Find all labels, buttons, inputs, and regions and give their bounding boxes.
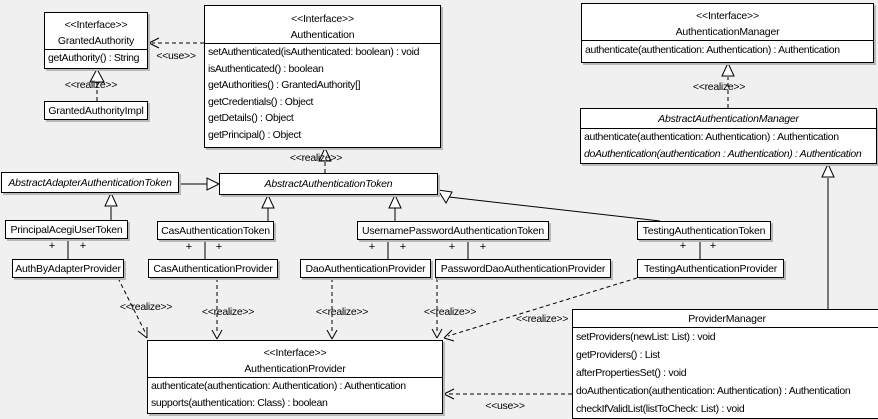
method: isAuthenticated() : boolean — [208, 62, 324, 75]
association-end-label: + — [79, 240, 87, 252]
method: getDetails() : Object — [208, 112, 294, 124]
class-abstract-adapter-authentication-token[interactable]: AbstractAdapterAuthenticationToken — [1, 172, 179, 193]
class-name: DaoAuthenticationProvider — [305, 262, 426, 275]
method: setAuthenticated(isAuthenticated: boolea… — [208, 46, 420, 58]
generalization-arrow — [104, 191, 118, 220]
class-name: AbstractAuthenticationToken — [264, 178, 393, 190]
method: doAuthentication(authentication: Authent… — [576, 385, 851, 397]
association-end-label: + — [215, 241, 223, 253]
stereotype-label: <<Interface>> — [64, 19, 128, 31]
class-granted-authority-impl[interactable]: GrantedAuthorityImpl — [44, 101, 148, 120]
realization-dependency-arrow — [117, 277, 148, 339]
method: supports(authentication: Class) : boolea… — [151, 397, 328, 409]
class-granted-authority[interactable]: <<Interface>> GrantedAuthority getAuthor… — [44, 12, 148, 69]
method: getCredentials() : Object — [208, 95, 314, 108]
class-cas-authentication-token[interactable]: CasAuthenticationToken — [157, 221, 274, 240]
association-end-label: + — [48, 240, 56, 252]
class-name: AuthenticationProvider — [244, 363, 346, 375]
method: authenticate(authentication: Authenticat… — [585, 44, 840, 56]
class-testing-authentication-token[interactable]: TestingAuthenticationToken — [637, 221, 771, 240]
class-name: CasAuthenticationProvider — [153, 262, 273, 275]
method: setProviders(newList: List) : void — [576, 331, 716, 343]
realization-arrow — [721, 61, 735, 108]
class-name: GrantedAuthorityImpl — [48, 104, 144, 117]
association-end-label: + — [679, 240, 687, 252]
realization-dependency-arrow — [211, 278, 223, 340]
class-name: CasAuthenticationToken — [161, 224, 270, 237]
realize-label: <<realize>> — [289, 152, 343, 164]
association-line — [67, 239, 701, 259]
realize-label: <<realize>> — [692, 81, 746, 93]
class-auth-by-adapter-provider[interactable]: AuthByAdapterProvider — [12, 259, 124, 278]
use-dependency-arrow — [443, 388, 572, 400]
realization-arrow — [318, 146, 332, 173]
class-provider-manager[interactable]: ProviderManager setProviders(newList: Li… — [572, 309, 878, 419]
class-name: TestingAuthenticationToken — [642, 224, 766, 237]
method: authenticate(authentication: Authenticat… — [584, 131, 839, 143]
stereotype-label: <<Interface>> — [696, 10, 759, 22]
realize-label: <<realize>> — [119, 301, 173, 313]
realize-label: <<realize>> — [515, 313, 569, 325]
realize-label: <<realize>> — [201, 306, 255, 318]
class-cas-authentication-provider[interactable]: CasAuthenticationProvider — [148, 259, 278, 278]
method: getPrincipal() : Object — [208, 128, 301, 141]
realize-label: <<realize>> — [423, 306, 477, 318]
class-name: AuthByAdapterProvider — [15, 262, 121, 275]
realize-label: <<realize>> — [315, 306, 369, 318]
class-name: AbstractAdapterAuthenticationToken — [8, 176, 172, 189]
class-name: GrantedAuthority — [57, 35, 135, 47]
stereotype-label: <<Interface>> — [291, 13, 354, 25]
use-label: <<use>> — [156, 50, 196, 62]
realization-dependency-arrow — [431, 278, 443, 339]
method: checkIfValidList(listToCheck: List) : vo… — [576, 403, 745, 415]
class-testing-authentication-provider[interactable]: TestingAuthenticationProvider — [637, 259, 784, 278]
class-principal-acegi-user-token[interactable]: PrincipalAcegiUserToken — [5, 220, 128, 239]
association-end-label: + — [185, 241, 193, 253]
method: authenticate(authentication: Authenticat… — [151, 380, 406, 392]
method: getAuthority() : String — [48, 52, 140, 64]
method: getProviders() : List — [576, 349, 660, 361]
association-end-label: + — [399, 241, 407, 253]
class-authentication-provider[interactable]: <<Interface>> AuthenticationProvider aut… — [147, 340, 443, 414]
class-name: Authentication — [290, 29, 355, 41]
class-password-dao-authentication-provider[interactable]: PasswordDaoAuthenticationProvider — [435, 259, 611, 278]
use-label: <<use>> — [485, 400, 525, 412]
class-name: AbstractAuthenticationManager — [658, 112, 799, 125]
generalization-arrow — [261, 193, 275, 221]
method: afterPropertiesSet() : void — [576, 367, 687, 379]
association-end-label: + — [479, 241, 487, 253]
class-name: PasswordDaoAuthenticationProvider — [440, 262, 606, 275]
class-username-password-authentication-token[interactable]: UsernamePasswordAuthenticationToken — [357, 221, 549, 240]
class-name: TestingAuthenticationProvider — [643, 262, 778, 275]
class-name: PrincipalAcegiUserToken — [10, 223, 123, 236]
generalization-arrow — [821, 162, 835, 309]
class-authentication[interactable]: <<Interface>> Authentication setAuthenti… — [204, 5, 441, 148]
stereotype-label: <<Interface>> — [263, 347, 327, 359]
association-end-label: + — [368, 241, 376, 253]
generalization-arrow — [437, 189, 661, 222]
class-authentication-manager[interactable]: <<Interface>> AuthenticationManager auth… — [581, 3, 874, 63]
class-abstract-authentication-token[interactable]: AbstractAuthenticationToken — [219, 173, 438, 195]
association-end-label: + — [448, 241, 456, 253]
realize-label: <<realize>> — [64, 79, 118, 91]
generalization-arrow — [179, 177, 221, 191]
use-dependency-arrow — [148, 37, 204, 49]
realization-arrow — [89, 67, 105, 101]
realization-dependency-arrow — [443, 277, 638, 342]
class-name: UsernamePasswordAuthenticationToken — [361, 224, 545, 237]
realization-dependency-arrow — [326, 278, 338, 340]
class-name: ProviderManager — [688, 312, 766, 325]
class-name: AuthenticationManager — [675, 26, 780, 38]
association-end-label: + — [709, 240, 717, 252]
method: doAuthentication(authentication : Authen… — [584, 148, 862, 160]
class-abstract-authentication-manager[interactable]: AbstractAuthenticationManager authentica… — [580, 108, 877, 164]
method: getAuthorities() : GrantedAuthority[] — [208, 79, 361, 91]
generalization-arrow — [388, 193, 402, 221]
class-dao-authentication-provider[interactable]: DaoAuthenticationProvider — [300, 259, 431, 278]
